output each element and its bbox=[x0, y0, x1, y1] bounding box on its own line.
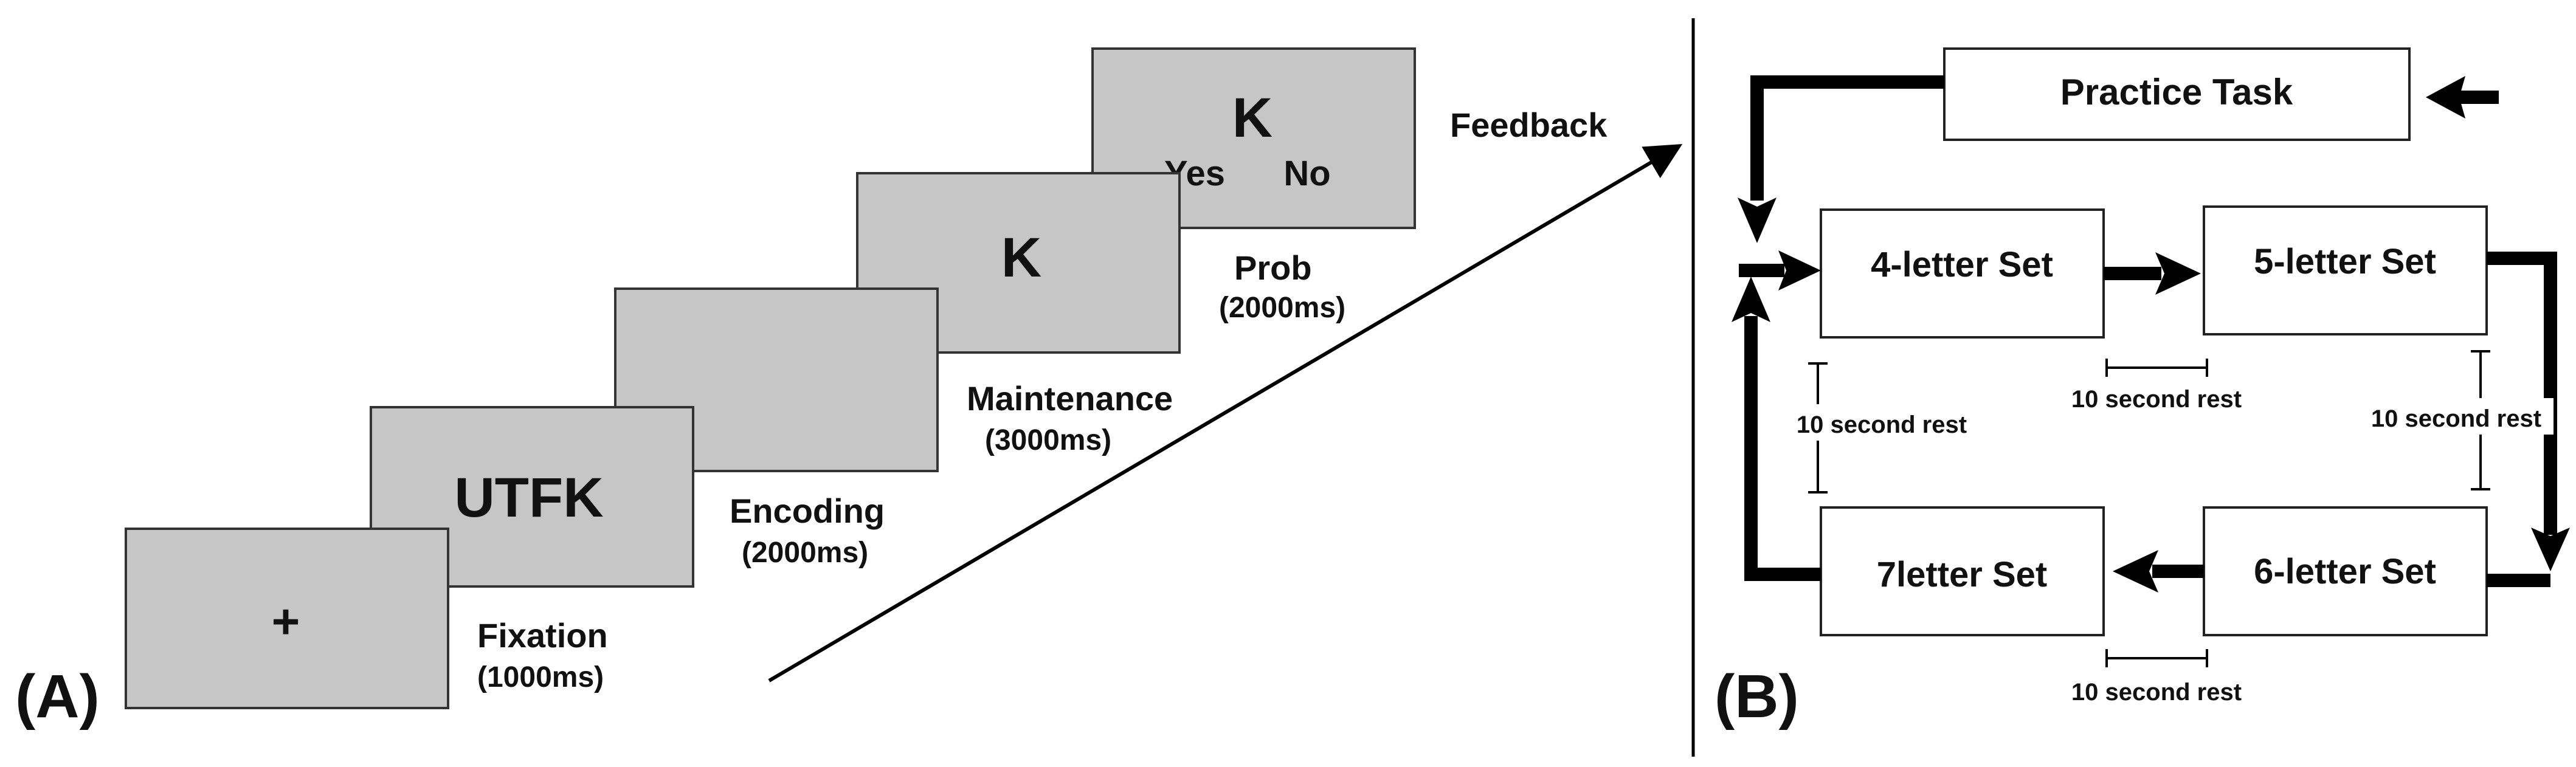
rest-between-7-and-4: 10 second rest bbox=[1778, 362, 1982, 494]
screen-encoding: UTFK bbox=[370, 406, 694, 588]
maintenance-letter: K bbox=[1001, 227, 1041, 289]
rest-label-7-4: 10 second rest bbox=[1797, 411, 1967, 438]
5-to-6-letter-arrow bbox=[2487, 252, 2570, 587]
panel-b: Practice Task 4-letter Set 5-letter Set … bbox=[1714, 47, 2570, 731]
screen-fixation: + bbox=[125, 528, 449, 709]
screen-maintenance: K bbox=[856, 172, 1181, 354]
loop-into-4-letter-arrow bbox=[1739, 250, 1821, 291]
timeline-arrow bbox=[768, 143, 1683, 683]
rest-between-5-and-6: 10 second rest bbox=[2359, 350, 2554, 490]
phase-probe-duration: (2000ms) bbox=[1219, 292, 1345, 324]
phase-encoding-name: Encoding bbox=[730, 492, 885, 530]
7-to-4-letter-arrow bbox=[1732, 277, 1821, 581]
set-label-7-letter: 7letter Set bbox=[1877, 555, 2047, 594]
phase-fixation-name: Fixation bbox=[477, 616, 608, 655]
phase-maintenance-duration: (3000ms) bbox=[985, 424, 1111, 456]
fixation-cross: + bbox=[272, 594, 300, 648]
practice-task-label: Practice Task bbox=[2060, 72, 2293, 112]
phase-feedback-name: Feedback bbox=[1450, 106, 1607, 144]
panel-b-label: (B) bbox=[1714, 662, 1799, 731]
encoding-letters: UTFK bbox=[454, 467, 603, 529]
rest-label-bg-5-6 bbox=[2359, 398, 2554, 435]
phase-fixation-duration: (1000ms) bbox=[477, 661, 604, 693]
probe-letter: K bbox=[1232, 87, 1272, 149]
rest-between-6-and-7: 10 second rest bbox=[2071, 649, 2242, 706]
set-box-7-letter bbox=[1820, 506, 2105, 636]
set-label-5-letter: 5-letter Set bbox=[2254, 242, 2436, 281]
probe-no-option: No bbox=[1283, 154, 1330, 193]
6-to-7-letter-arrow bbox=[2113, 550, 2204, 593]
set-box-6-letter bbox=[2203, 506, 2488, 636]
panel-a: K Yes No K UTFK + Fixation (1000ms) Enco… bbox=[15, 47, 1683, 731]
set-box-5-letter bbox=[2203, 205, 2488, 335]
phase-encoding-duration: (2000ms) bbox=[742, 537, 868, 569]
set-box-4-letter bbox=[1820, 208, 2105, 339]
phase-maintenance-name: Maintenance bbox=[967, 379, 1173, 418]
rest-label-4-5: 10 second rest bbox=[2071, 386, 2242, 413]
set-label-4-letter: 4-letter Set bbox=[1871, 245, 2053, 284]
set-label-6-letter: 6-letter Set bbox=[2254, 552, 2436, 591]
rest-label-bg-7-4 bbox=[1778, 404, 1982, 441]
practice-task-box bbox=[1943, 47, 2411, 141]
rest-label-5-6: 10 second rest bbox=[2371, 405, 2541, 432]
4-to-5-letter-arrow bbox=[2104, 252, 2201, 295]
rest-between-4-and-5: 10 second rest bbox=[2071, 359, 2242, 413]
practice-to-4-letter-arrow bbox=[1738, 75, 1944, 243]
panel-a-label: (A) bbox=[15, 662, 100, 731]
phase-probe-name: Prob bbox=[1234, 249, 1312, 287]
entry-arrow bbox=[2426, 76, 2499, 119]
rest-label-6-7: 10 second rest bbox=[2071, 679, 2242, 706]
